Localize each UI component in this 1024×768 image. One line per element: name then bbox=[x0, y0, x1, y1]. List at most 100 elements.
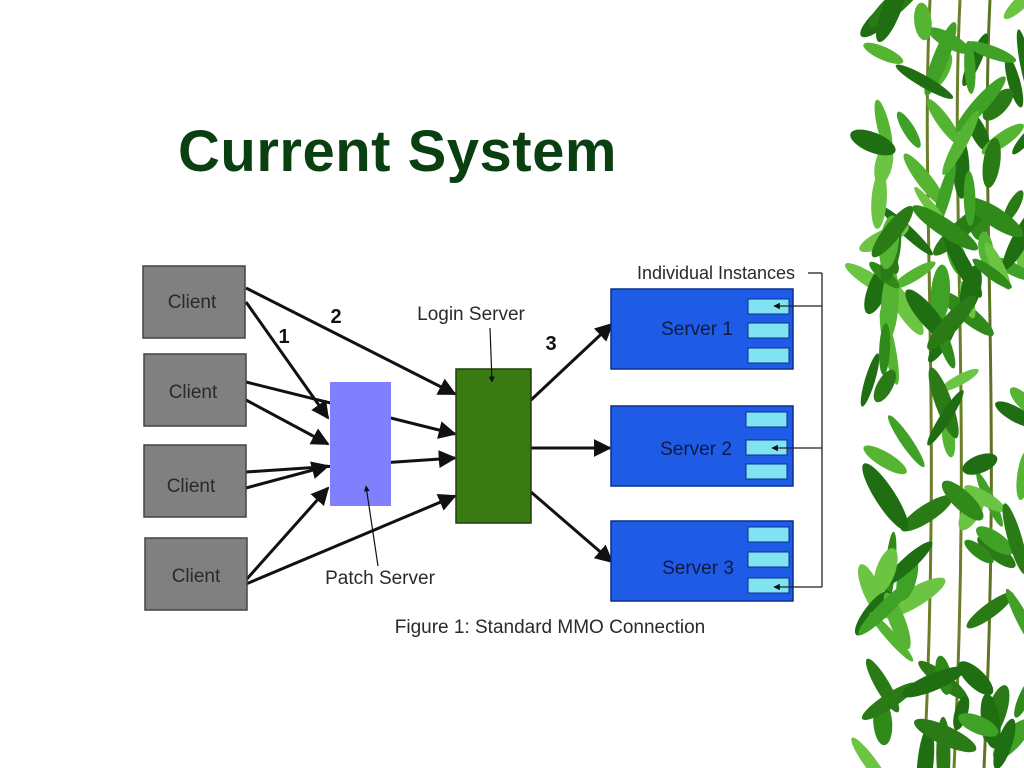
instance-slot bbox=[745, 411, 788, 428]
bamboo-leaf bbox=[993, 718, 1016, 768]
bamboo-leaf bbox=[896, 111, 921, 148]
step-label-3: 3 bbox=[545, 333, 556, 355]
bamboo-leaf bbox=[916, 726, 935, 768]
bamboo-leaf bbox=[958, 661, 994, 696]
bamboo-leaf bbox=[975, 526, 1014, 555]
bamboo-leaf bbox=[873, 369, 896, 403]
patch-server-label: Patch Server bbox=[325, 568, 435, 589]
bamboo-leaf bbox=[860, 353, 880, 407]
bamboo-leaf bbox=[895, 64, 954, 99]
figure-caption: Figure 1: Standard MMO Connection bbox=[395, 617, 706, 638]
bamboo-leaf bbox=[879, 322, 891, 375]
arrow-client4-login bbox=[245, 493, 457, 586]
bamboo-leaf bbox=[968, 198, 1024, 238]
step-label-2: 2 bbox=[330, 306, 341, 328]
bamboo-stem bbox=[982, 0, 993, 768]
server-box-2: Server 2 bbox=[610, 405, 794, 487]
bamboo-leaf bbox=[1004, 56, 1024, 108]
step-label-1: 1 bbox=[278, 326, 289, 348]
bamboo-leaf bbox=[902, 666, 965, 698]
arrow-client2-patch bbox=[245, 398, 330, 446]
bamboo-leaf bbox=[862, 463, 909, 531]
client-box-3: Client bbox=[143, 444, 247, 518]
instance-slot bbox=[747, 551, 790, 568]
instance-slot bbox=[747, 347, 790, 364]
bamboo-leaf bbox=[858, 580, 914, 636]
bamboo-leaf bbox=[851, 737, 890, 768]
bamboo-leaf bbox=[912, 205, 979, 251]
login-server-label: Login Server bbox=[417, 304, 525, 325]
client-label: Client bbox=[168, 292, 217, 313]
bamboo-leaf bbox=[953, 695, 970, 730]
bamboo-leaf bbox=[966, 41, 1017, 63]
bamboo-leaf bbox=[1003, 190, 1024, 223]
bamboo-leaf bbox=[962, 453, 998, 475]
bamboo-leaf bbox=[927, 295, 977, 350]
instances-bracket bbox=[771, 272, 823, 591]
client-box-2: Client bbox=[143, 353, 247, 427]
instance-slot bbox=[747, 526, 790, 543]
client-label: Client bbox=[172, 566, 221, 587]
bamboo-leaf bbox=[940, 368, 979, 392]
bamboo-leaf bbox=[930, 264, 951, 324]
bamboo-decoration bbox=[844, 0, 1024, 768]
arrow-login-server1 bbox=[529, 322, 614, 402]
bamboo-leaf bbox=[966, 592, 1014, 629]
bamboo-leaf bbox=[927, 390, 964, 446]
bamboo-leaf bbox=[900, 495, 953, 532]
bamboo-leaf bbox=[914, 718, 977, 753]
client-box-1: Client bbox=[142, 265, 246, 339]
server-label: Server 2 bbox=[660, 439, 732, 460]
bamboo-leaf bbox=[850, 129, 896, 156]
login-server-box bbox=[455, 368, 532, 524]
server-label: Server 3 bbox=[662, 558, 734, 579]
bamboo-leaf bbox=[963, 171, 976, 227]
bamboo-leaf bbox=[1003, 0, 1024, 20]
instances-label: Individual Instances bbox=[637, 263, 795, 283]
arrow-login-server3 bbox=[530, 490, 614, 564]
bamboo-leaf bbox=[982, 88, 1014, 121]
bamboo-leaf bbox=[924, 22, 957, 96]
bamboo-leaf bbox=[942, 110, 979, 175]
connection-arrows bbox=[244, 286, 614, 586]
bamboo-leaf bbox=[903, 153, 947, 208]
bamboo-leaf bbox=[964, 40, 976, 94]
instance-slot bbox=[747, 322, 790, 339]
client-box-4: Client bbox=[144, 537, 248, 611]
bamboo-leaf bbox=[1005, 588, 1024, 658]
bamboo-leaf bbox=[884, 541, 933, 586]
bamboo-leaf bbox=[871, 171, 887, 229]
bamboo-leaf bbox=[869, 612, 914, 662]
bamboo-leaf bbox=[1012, 122, 1024, 155]
arrow-client3-patch bbox=[245, 461, 330, 490]
patch-server-box bbox=[330, 382, 391, 506]
bamboo-leaf bbox=[873, 548, 898, 594]
bamboo-leaf bbox=[943, 232, 983, 298]
bamboo-leaf bbox=[928, 367, 959, 439]
bamboo-leaf bbox=[876, 0, 907, 43]
client-label: Client bbox=[167, 476, 216, 497]
bamboo-leaf bbox=[914, 2, 932, 41]
slide-title: Current System bbox=[178, 119, 617, 184]
bamboo-leaf bbox=[871, 205, 914, 258]
server-box-1: Server 1 bbox=[610, 288, 794, 370]
arrow-client4-patch bbox=[244, 486, 330, 581]
client-label: Client bbox=[169, 382, 218, 403]
server-label: Server 1 bbox=[661, 319, 733, 340]
arrow-client1-login bbox=[245, 286, 457, 396]
bamboo-leaf bbox=[964, 539, 994, 564]
bamboo-leaf bbox=[1002, 203, 1024, 270]
bamboo-leaf bbox=[1002, 503, 1024, 575]
bamboo-leaf bbox=[955, 76, 1006, 133]
bamboo-leaf bbox=[1016, 29, 1024, 101]
bamboo-leaf bbox=[861, 682, 917, 720]
bamboo-leaf bbox=[982, 137, 1001, 188]
bamboo-leaf bbox=[863, 42, 904, 65]
bamboo-leaf bbox=[958, 713, 999, 737]
bamboo-leaf bbox=[926, 98, 962, 146]
bamboo-leaf bbox=[1014, 676, 1024, 718]
bamboo-leaf bbox=[863, 445, 907, 475]
bamboo-leaf bbox=[941, 480, 984, 521]
instance-slot bbox=[747, 577, 790, 594]
